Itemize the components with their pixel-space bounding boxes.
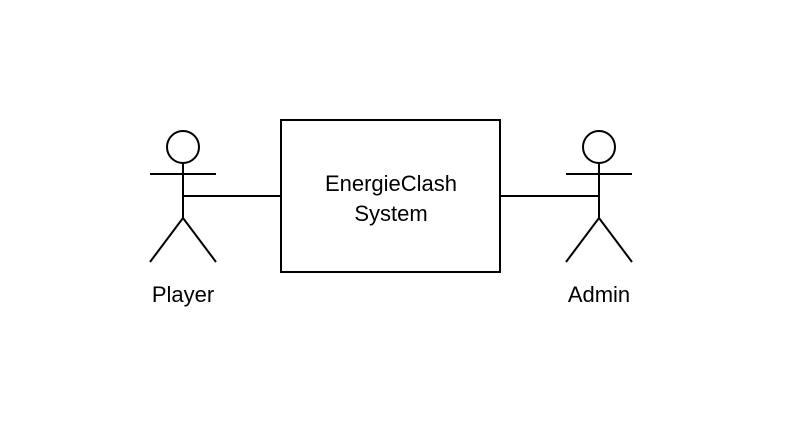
actor-player-right-leg: [182, 217, 217, 263]
actor-admin-label: Admin: [568, 282, 630, 307]
actor-admin-right-leg: [598, 217, 633, 263]
system-label-line1: EnergieClash: [325, 171, 457, 196]
actor-player: [149, 130, 217, 263]
actor-admin-left-leg: [565, 217, 600, 263]
actor-player-head: [166, 130, 200, 164]
actor-admin: [565, 130, 633, 263]
system-label-line2: System: [354, 201, 427, 226]
system-box: [280, 119, 501, 273]
actor-player-left-leg: [149, 217, 184, 263]
actor-player-label: Player: [152, 282, 214, 307]
actor-admin-head: [582, 130, 616, 164]
